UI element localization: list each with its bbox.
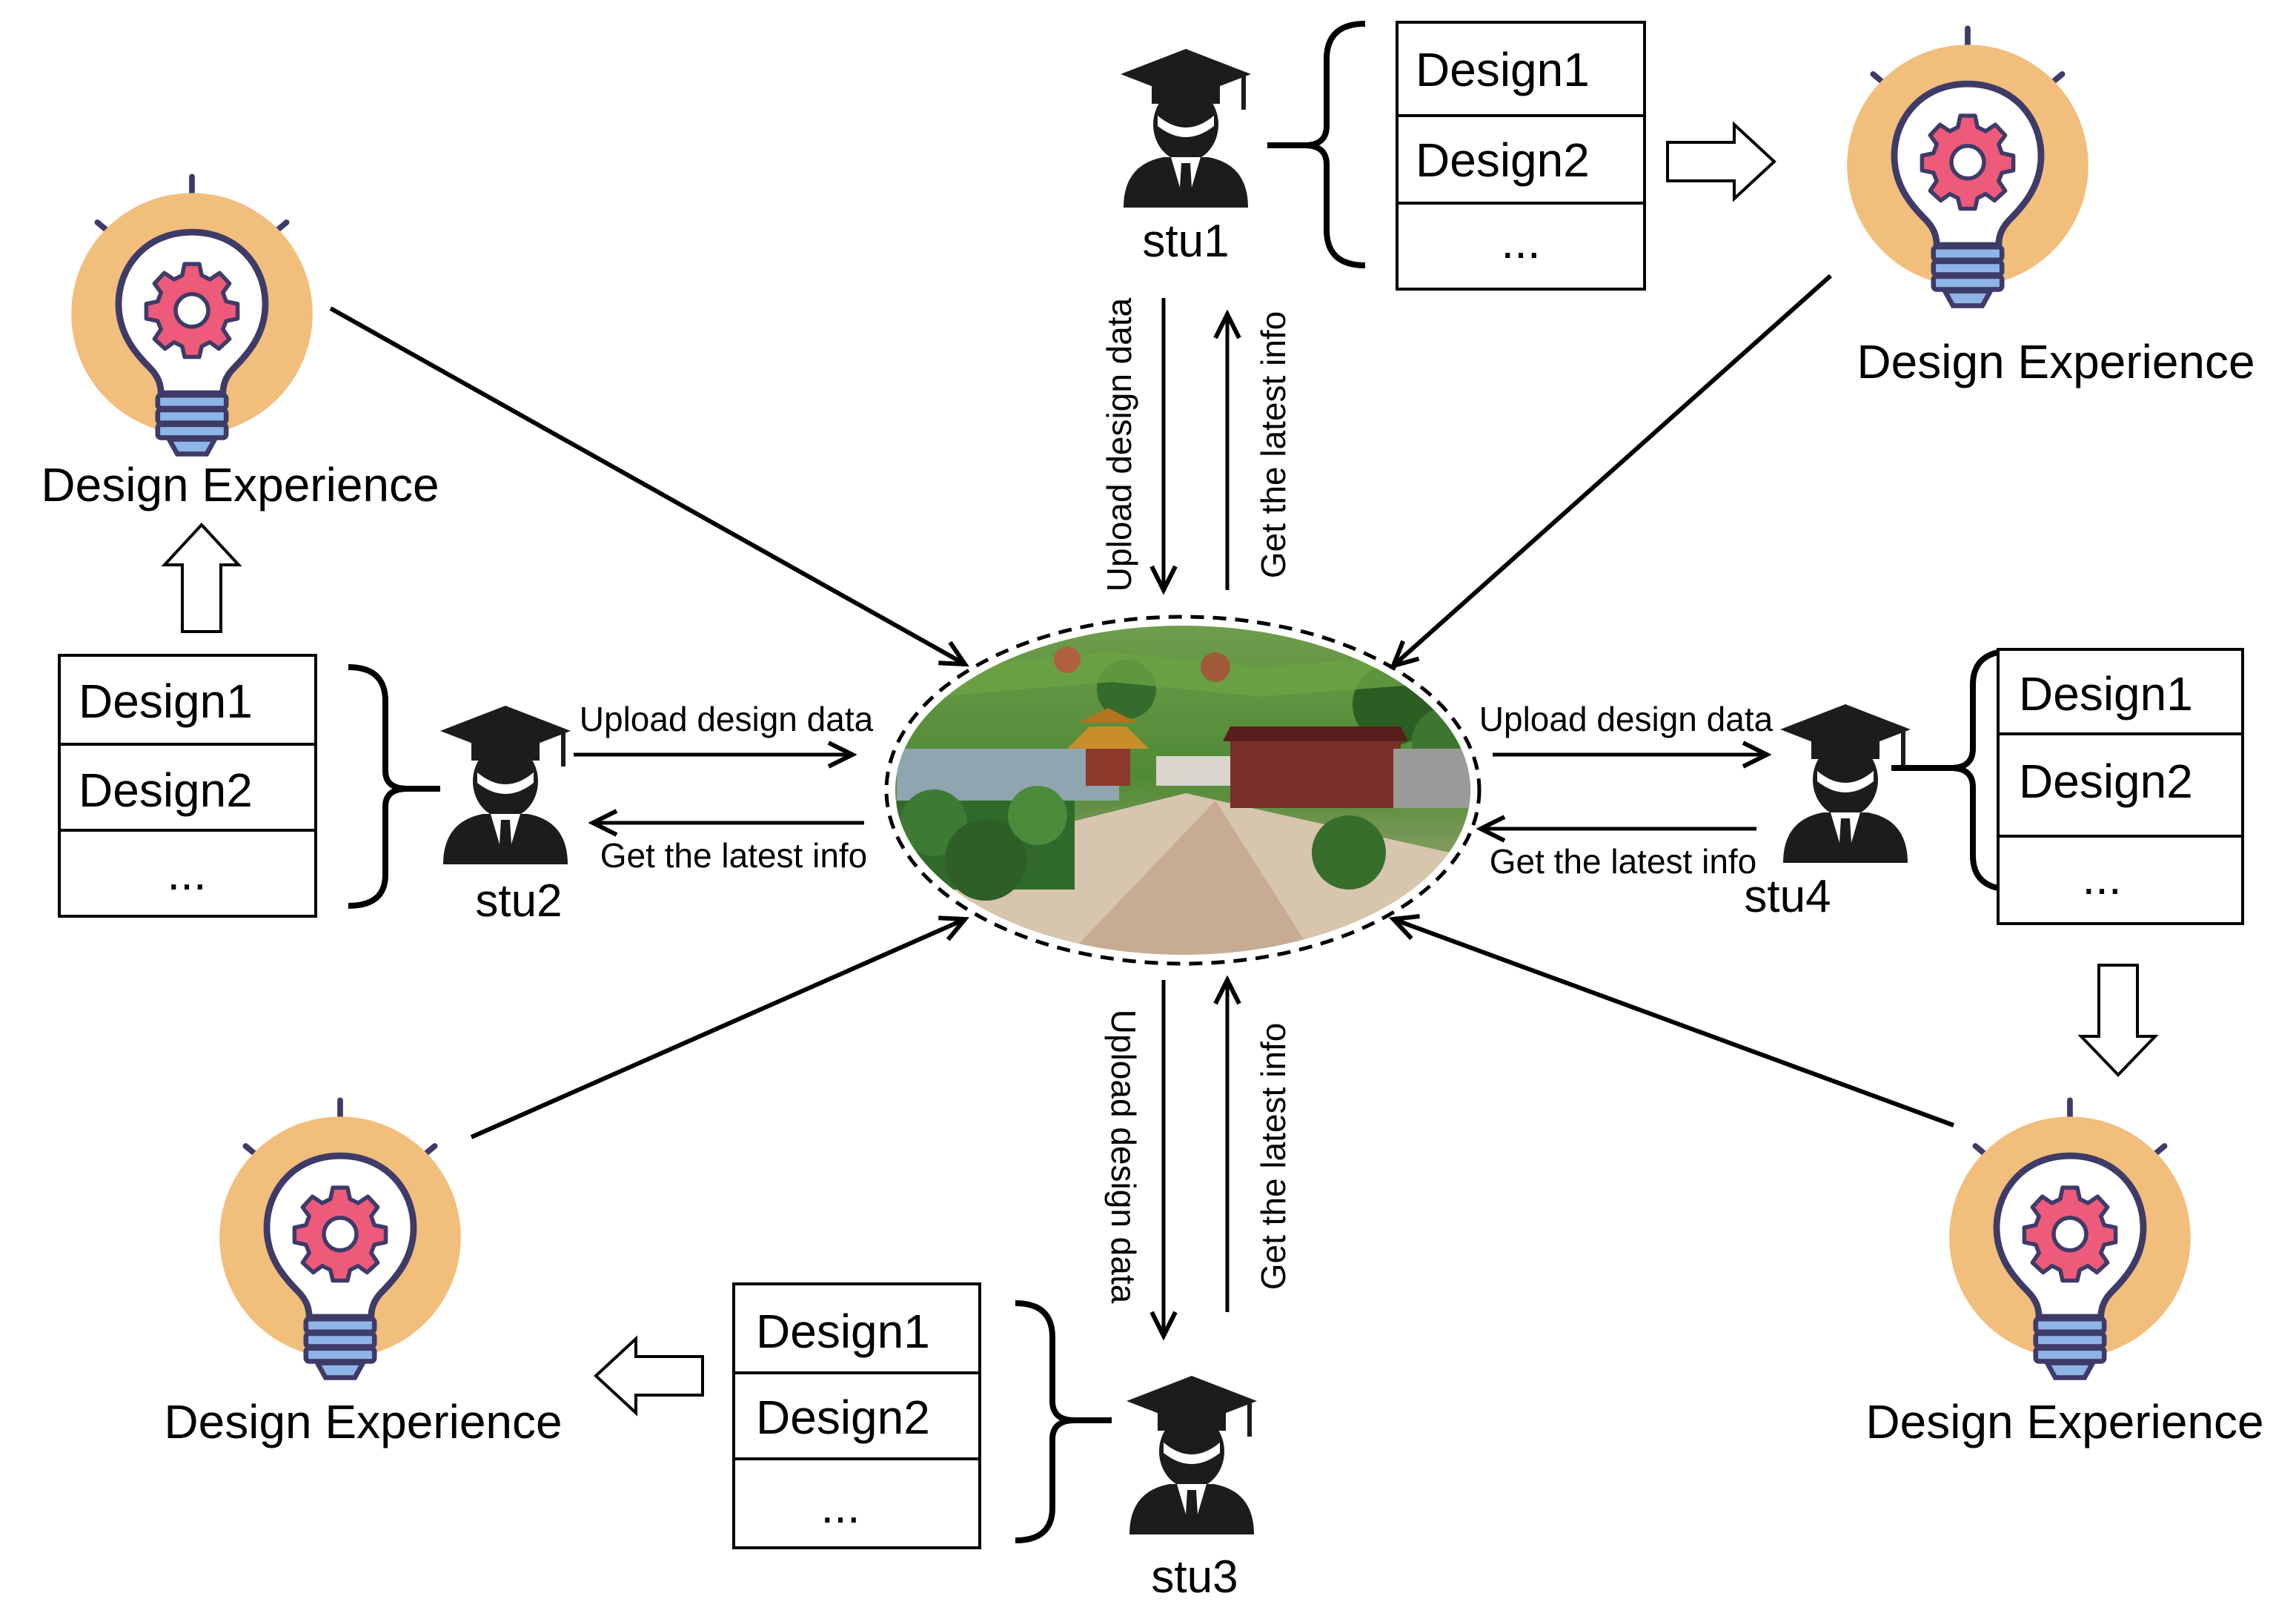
lightbulb-gear-icon [1847, 28, 2088, 305]
design-item: Design1 [1416, 43, 1590, 96]
brace-stu1 [1267, 21, 1366, 268]
design-list-stu1: Design1 Design2 ... [1396, 21, 1646, 291]
brace-stu2 [348, 664, 440, 909]
graduate-student-icon [1127, 1376, 1257, 1534]
student-label: stu2 [475, 875, 562, 927]
design-experience-label: Design Experience [41, 458, 439, 511]
latest-label: Get the latest info [1254, 1023, 1293, 1291]
design-item: ... [167, 847, 206, 900]
landscape-garden-plaza-image [884, 615, 1482, 966]
student-stu1: stu1 [1121, 49, 1251, 267]
upload-label: Upload design data [1100, 297, 1138, 592]
student-label: stu3 [1151, 1552, 1238, 1603]
student-stu3: stu3 [1127, 1376, 1257, 1603]
hollow-arrow-right [1666, 121, 1776, 202]
graduate-student-icon [440, 706, 571, 864]
design-item: Design1 [756, 1305, 930, 1358]
experience-to-center-arrow [329, 306, 965, 664]
brace-stu3 [1015, 1300, 1112, 1543]
graduate-student-icon [1780, 704, 1911, 863]
design-list-stu2: Design1 Design2 ... [58, 654, 317, 918]
lightbulb-gear-icon [1949, 1100, 2191, 1377]
student-label: stu4 [1744, 871, 1831, 922]
design-item: ... [2082, 851, 2121, 904]
design-item: Design2 [756, 1391, 930, 1444]
lightbulb-gear-icon [71, 176, 313, 454]
design-experience-label: Design Experience [164, 1395, 562, 1448]
experience-to-center-arrow [470, 919, 965, 1139]
student-label: stu1 [1142, 216, 1229, 267]
graduate-student-icon [1121, 49, 1251, 208]
hollow-arrow-up [161, 523, 242, 633]
design-item: Design2 [79, 764, 253, 817]
design-list-stu3: Design1 Design2 ... [732, 1282, 981, 1549]
student-stu2: stu2 [440, 706, 571, 927]
hollow-arrow-down [2077, 964, 2159, 1077]
design-experience-label: Design Experience [1857, 335, 2254, 388]
latest-label: Get the latest info [1490, 842, 1757, 881]
design-item: Design2 [1416, 133, 1590, 187]
experience-to-center-arrow [1393, 919, 1955, 1127]
lightbulb-gear-icon [219, 1100, 461, 1377]
upload-label: Upload design data [1104, 1010, 1143, 1304]
upload-label: Upload design data [580, 700, 874, 738]
design-item: Design1 [79, 675, 253, 728]
upload-label: Upload design data [1479, 700, 1774, 738]
design-experience-label: Design Experience [1865, 1395, 2263, 1448]
design-list-stu4: Design1 Design2 ... [1997, 648, 2244, 925]
design-item: ... [1501, 215, 1540, 268]
student-stu4: stu4 [1744, 704, 1911, 922]
latest-label: Get the latest info [1254, 311, 1293, 579]
design-item: Design2 [2019, 755, 2193, 808]
experience-to-center-arrow [1393, 274, 1832, 666]
design-item: Design1 [2019, 667, 2193, 721]
brace-stu4 [1891, 648, 2014, 893]
latest-label: Get the latest info [600, 836, 868, 875]
hollow-arrow-left [594, 1335, 704, 1417]
design-item: ... [820, 1480, 860, 1533]
